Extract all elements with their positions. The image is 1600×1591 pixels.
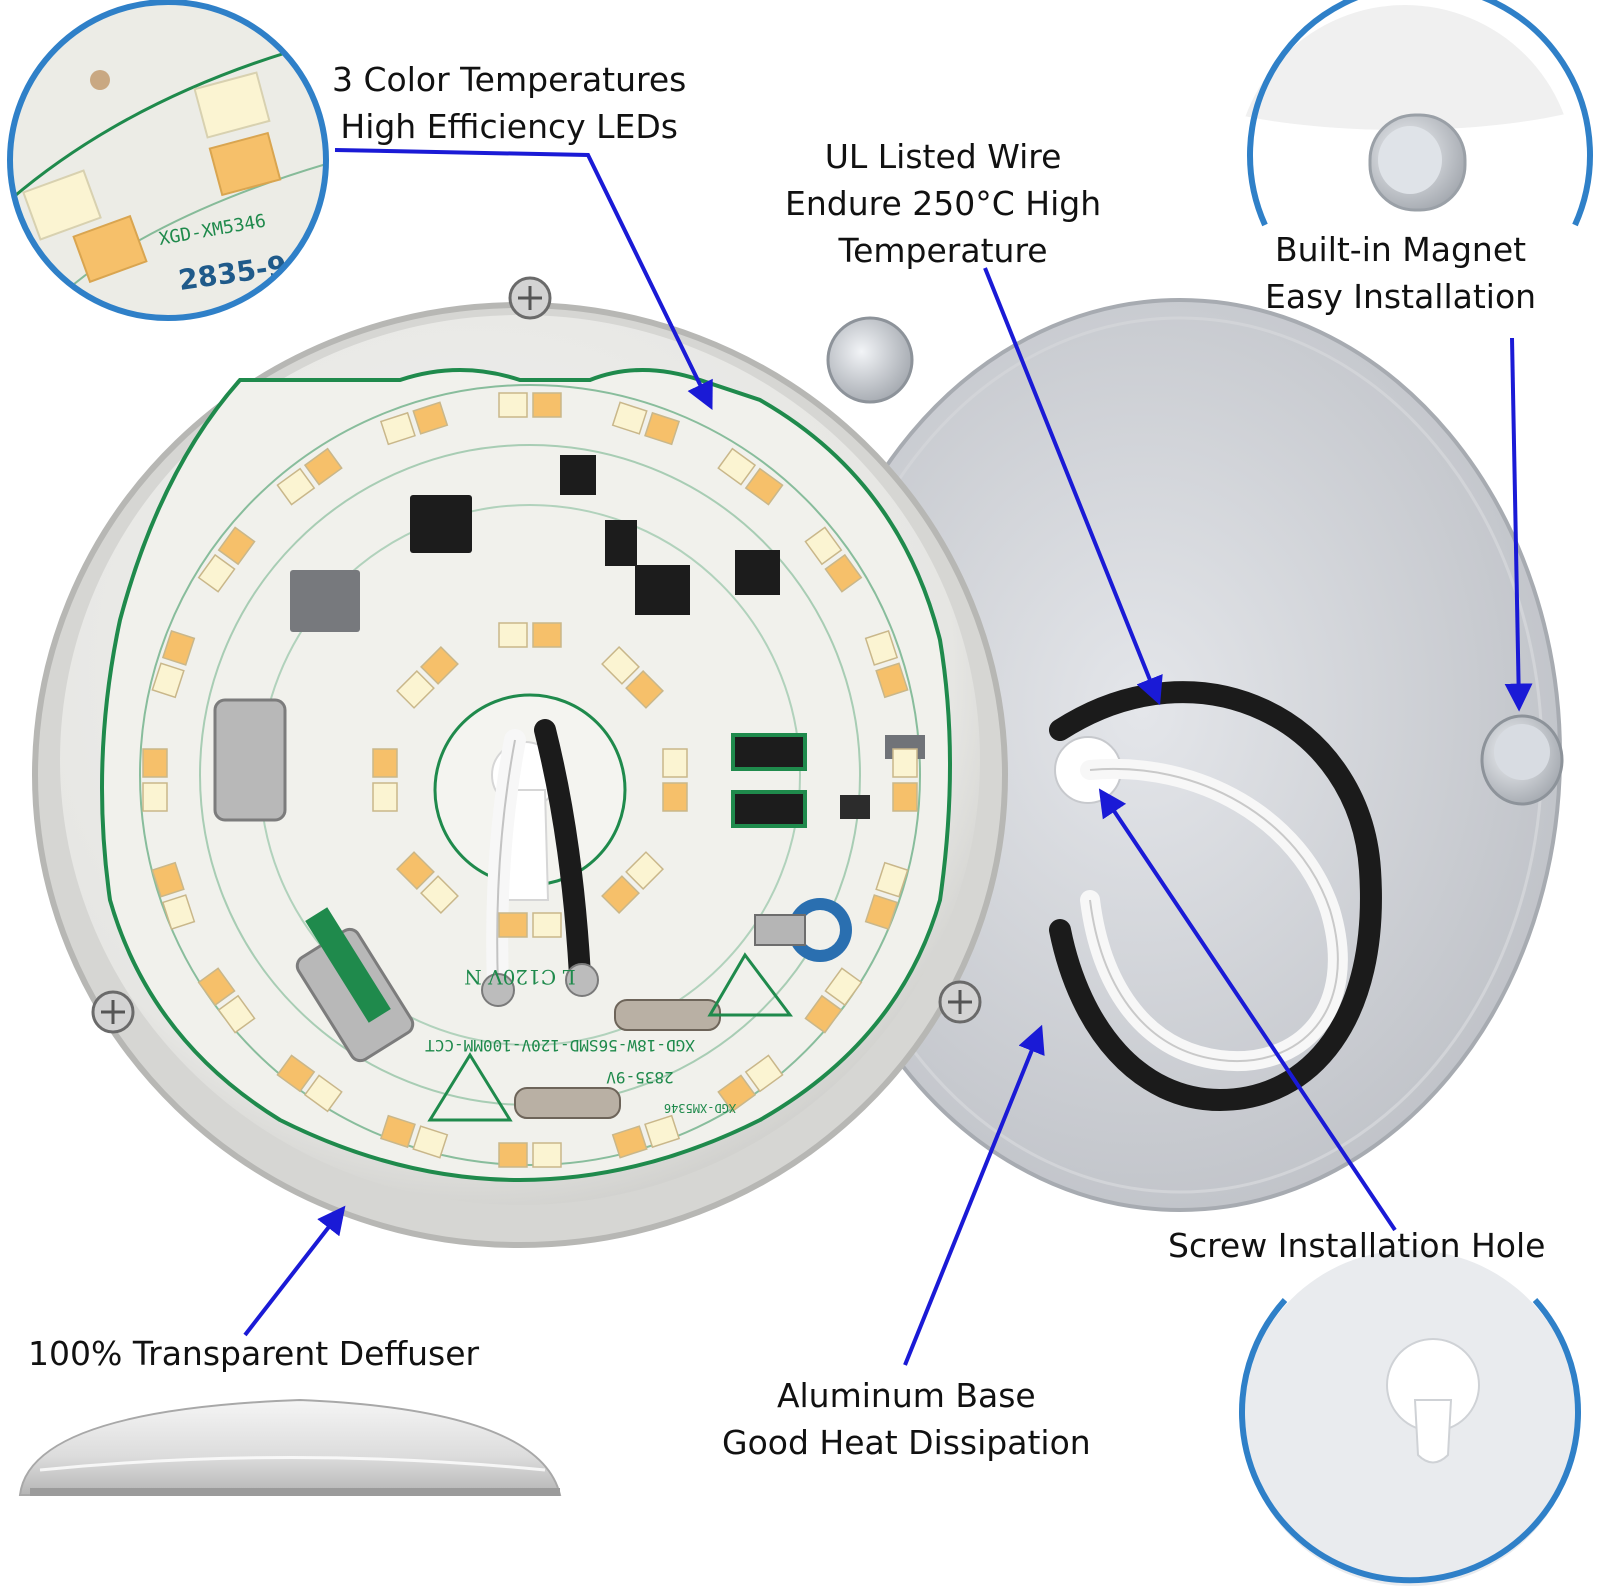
led-chip bbox=[644, 411, 681, 446]
callout-hole-line1: Screw Installation Hole bbox=[1168, 1226, 1546, 1265]
zoom-hole bbox=[1239, 1250, 1581, 1586]
led-chip bbox=[864, 894, 899, 931]
led-chip bbox=[161, 894, 196, 931]
pcb-voltage-text: L C120V N bbox=[464, 965, 575, 989]
led-chip bbox=[498, 622, 528, 648]
callout-base: Aluminum Base Good Heat Dissipation bbox=[722, 1372, 1091, 1466]
led-chip bbox=[151, 662, 185, 699]
callout-wire-line3: Temperature bbox=[838, 231, 1048, 270]
pcb-model-text: XGD-18W-56SMD-120V-100MM-CCT bbox=[425, 1036, 695, 1055]
led-chip bbox=[420, 646, 459, 685]
diffuser-side-view bbox=[18, 1398, 562, 1496]
led-chip bbox=[498, 912, 528, 938]
led-chip bbox=[217, 526, 256, 566]
led-chip bbox=[717, 1074, 757, 1113]
led-chip bbox=[379, 1114, 416, 1149]
led-chip bbox=[161, 629, 196, 666]
led-chip bbox=[412, 401, 449, 435]
led-chip bbox=[303, 1074, 343, 1113]
led-chip bbox=[824, 967, 863, 1007]
led-chip bbox=[142, 748, 168, 778]
led-chip bbox=[611, 401, 648, 435]
led-chip bbox=[532, 392, 562, 418]
callout-diffuser-line1: 100% Transparent Deffuser bbox=[28, 1334, 480, 1373]
callout-magnet-line2: Easy Installation bbox=[1265, 277, 1537, 316]
led-chip bbox=[303, 447, 343, 486]
led-chip bbox=[601, 646, 640, 685]
callout-leds-line1: 3 Color Temperatures bbox=[332, 60, 687, 99]
led-chip bbox=[892, 748, 918, 778]
callout-base-line1: Aluminum Base bbox=[776, 1376, 1036, 1415]
led-chip bbox=[717, 447, 757, 486]
led-chip bbox=[744, 467, 784, 506]
led-chip bbox=[601, 875, 640, 914]
led-chip bbox=[532, 912, 562, 938]
callout-arrows bbox=[243, 148, 1533, 1366]
led-chip bbox=[217, 994, 256, 1034]
led-chip bbox=[372, 782, 398, 812]
pcb-code-text: 2835-9V bbox=[606, 1068, 674, 1087]
aluminum-base-plate bbox=[798, 298, 1564, 1212]
led-chip bbox=[662, 748, 688, 778]
led-chip bbox=[662, 782, 688, 812]
led-chip bbox=[824, 553, 863, 593]
magnet-right bbox=[1480, 714, 1564, 806]
zoom-magnet bbox=[1235, 0, 1593, 345]
led-chips bbox=[142, 392, 918, 1168]
led-chip bbox=[875, 861, 909, 898]
led-chip bbox=[379, 411, 416, 446]
led-chip bbox=[804, 994, 843, 1034]
led-chip bbox=[151, 861, 185, 898]
callout-magnet-line1: Built-in Magnet bbox=[1274, 230, 1527, 269]
callout-base-line2: Good Heat Dissipation bbox=[722, 1423, 1091, 1462]
callout-wire: UL Listed Wire Endure 250°C High Tempera… bbox=[785, 133, 1101, 274]
callout-wire-line1: UL Listed Wire bbox=[824, 137, 1062, 176]
led-chip bbox=[644, 1114, 681, 1149]
led-chip bbox=[412, 1125, 449, 1159]
led-chip bbox=[197, 553, 236, 593]
led-chip bbox=[744, 1054, 784, 1093]
led-chip bbox=[142, 782, 168, 812]
led-chip bbox=[804, 526, 843, 566]
led-chip bbox=[396, 851, 435, 890]
led-chip bbox=[276, 1054, 316, 1093]
led-chip bbox=[875, 662, 909, 699]
led-chip bbox=[532, 622, 562, 648]
magnet-top bbox=[826, 316, 914, 404]
callout-magnet: Built-in Magnet Easy Installation bbox=[1265, 226, 1536, 320]
callout-wire-line2: Endure 250°C High bbox=[785, 184, 1102, 223]
led-chip bbox=[372, 748, 398, 778]
led-module: XGD-18W-56SMD-120V-100MM-CCT 2835-9V XGD… bbox=[32, 276, 1008, 1248]
led-chip bbox=[276, 467, 316, 506]
callout-leds-line2: High Efficiency LEDs bbox=[340, 107, 678, 146]
callout-leds: 3 Color Temperatures High Efficiency LED… bbox=[332, 56, 686, 150]
components bbox=[213, 455, 925, 1122]
led-chip bbox=[625, 670, 664, 709]
callout-diffuser: 100% Transparent Deffuser bbox=[28, 1330, 479, 1377]
led-chip bbox=[498, 392, 528, 418]
led-chip bbox=[532, 1142, 562, 1168]
callout-hole: Screw Installation Hole bbox=[1168, 1222, 1545, 1269]
led-chip bbox=[611, 1125, 648, 1159]
led-chip bbox=[625, 851, 664, 890]
screw-icon bbox=[91, 276, 982, 1034]
led-chip bbox=[498, 1142, 528, 1168]
wire-loop bbox=[1049, 681, 1382, 1112]
led-chip bbox=[396, 670, 435, 709]
led-chip bbox=[420, 875, 459, 914]
led-chip bbox=[197, 967, 236, 1007]
pcb-part-text: XGD-XM5346 bbox=[664, 1101, 736, 1115]
zoom-leds: XGD-XM5346 2835-9 bbox=[7, 0, 329, 321]
led-chip bbox=[892, 782, 918, 812]
led-chip bbox=[864, 629, 899, 666]
